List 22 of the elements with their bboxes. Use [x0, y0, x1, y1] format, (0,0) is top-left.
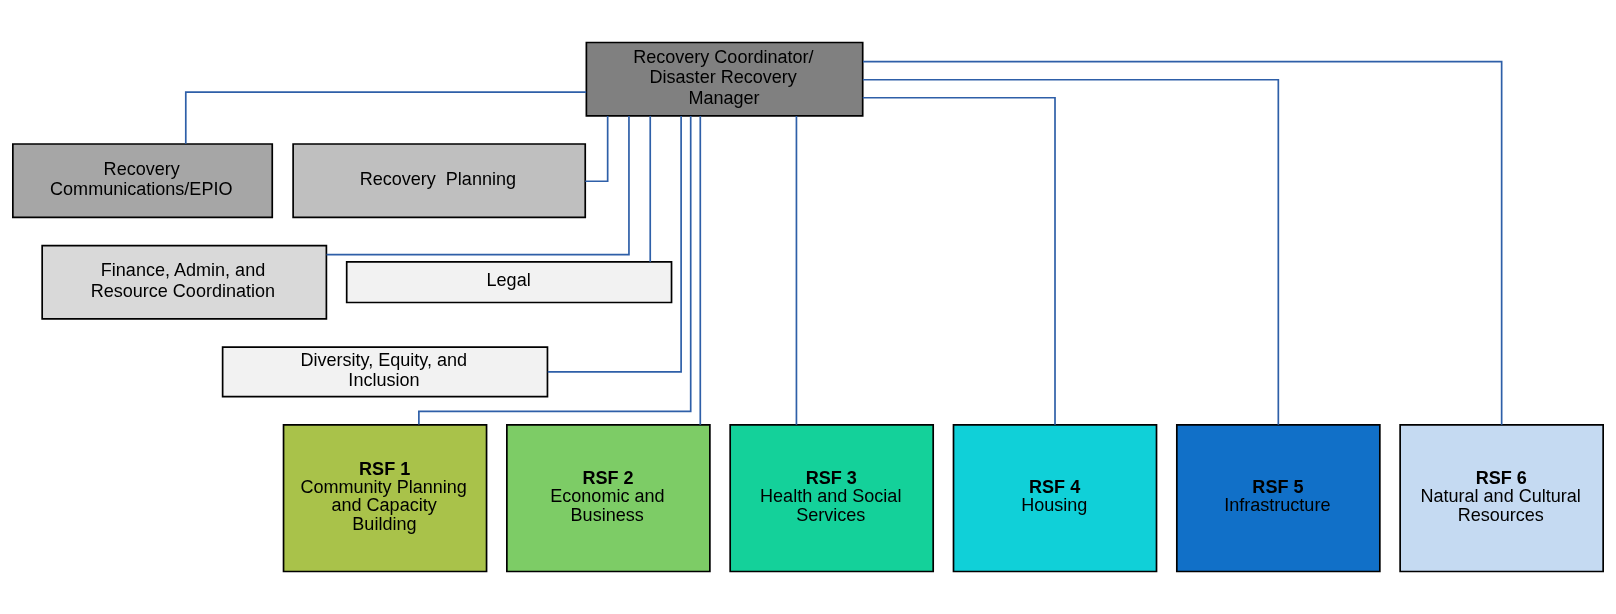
connector	[861, 96, 1056, 426]
node-box: Recovery Planning	[292, 143, 587, 219]
connector	[649, 115, 652, 263]
connector	[325, 115, 630, 256]
node-box: RSF 3 Health and Social Services	[729, 424, 935, 573]
node-box: RSF 6 Natural and Cultural Resources	[1399, 424, 1604, 573]
node-box: RSF 5 Infrastructure	[1175, 424, 1381, 573]
connector	[699, 115, 702, 426]
node-box: Finance, Admin, and Resource Coordination	[41, 244, 328, 320]
node-box: Recovery Coordinator/ Disaster Recovery Manager	[585, 41, 864, 117]
node-box: Recovery Communications/EPIO	[12, 143, 274, 219]
connector	[184, 91, 587, 145]
node-box: RSF 4 Housing	[952, 424, 1158, 573]
node-box: RSF 2 Economic and Business	[506, 424, 711, 573]
node-box: RSF 1 Community Planning and Capacity Building	[282, 424, 488, 573]
node-box: Diversity, Equity, and Inclusion	[221, 346, 549, 398]
connector	[795, 115, 798, 426]
node-box: Legal	[345, 261, 673, 304]
connector	[862, 78, 1280, 426]
connector	[546, 115, 682, 373]
connector	[418, 115, 692, 426]
connector	[862, 60, 1503, 426]
